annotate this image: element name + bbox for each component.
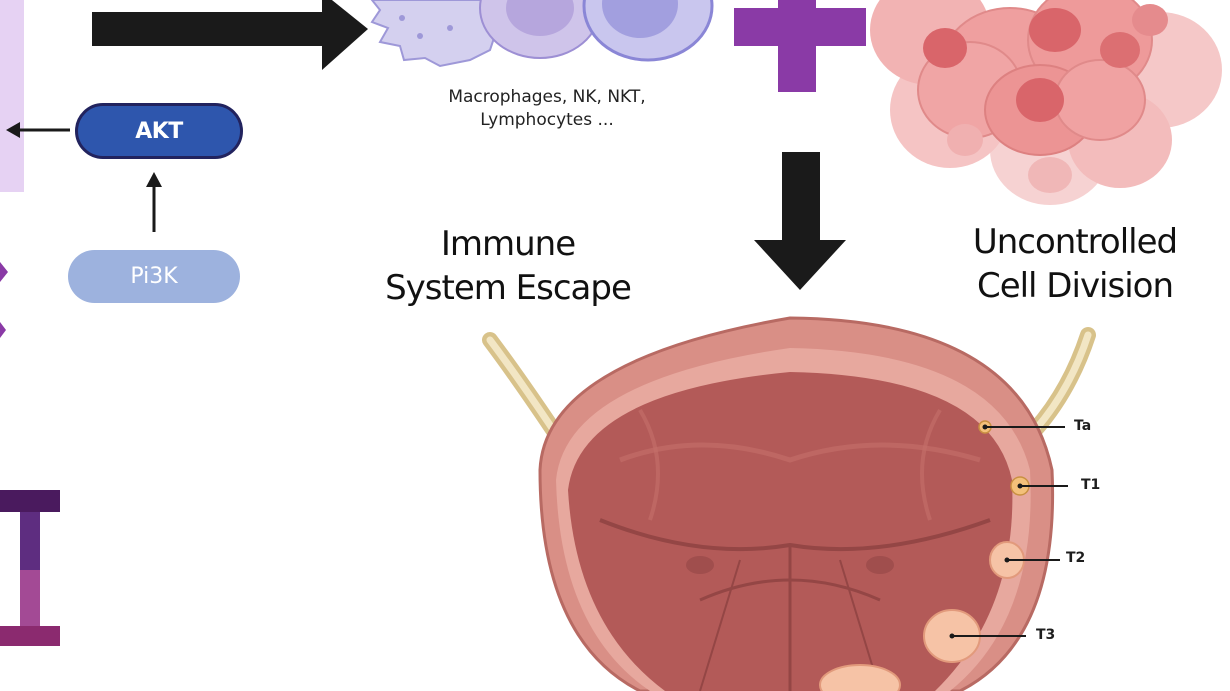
immune-label-line2: System Escape bbox=[385, 268, 632, 308]
stage-label-t3: T3 bbox=[1036, 627, 1056, 643]
immune-escape-label: Immune System Escape bbox=[368, 222, 648, 310]
stage-label-t1: T1 bbox=[1081, 477, 1101, 493]
tumor-cells-icon bbox=[870, 0, 1222, 205]
uncontrolled-label-line2: Cell Division bbox=[976, 266, 1174, 306]
pi3k-to-akt-arrow bbox=[146, 172, 162, 232]
pi3k-node: Pi3K bbox=[68, 250, 240, 303]
stage-label-t2: T2 bbox=[1066, 550, 1086, 566]
akt-node: AKT bbox=[75, 103, 243, 159]
inhibition-bar-icon bbox=[0, 490, 60, 646]
immune-cells-icon bbox=[370, 0, 714, 68]
ureter-right bbox=[1027, 327, 1096, 438]
akt-to-left-arrow bbox=[6, 122, 70, 138]
bladder-icon bbox=[538, 316, 1055, 691]
stage-leader-lines bbox=[952, 426, 1068, 637]
immune-caption-line1: Macrophages, NK, NKT, bbox=[448, 87, 646, 107]
uncontrolled-label-line1: Uncontrolled bbox=[972, 222, 1178, 262]
left-marker-fragment bbox=[0, 262, 8, 282]
pi3k-label: Pi3K bbox=[130, 264, 178, 289]
stage-label-ta: Ta bbox=[1074, 418, 1092, 434]
left-marker-fragment-2 bbox=[0, 322, 6, 338]
immune-cells-caption: Macrophages, NK, NKT, Lymphocytes ... bbox=[412, 86, 682, 132]
akt-label: AKT bbox=[135, 118, 183, 144]
immune-label-line1: Immune bbox=[440, 224, 576, 264]
plus-sign-icon bbox=[734, 0, 866, 92]
uncontrolled-division-label: Uncontrolled Cell Division bbox=[940, 220, 1210, 308]
big-down-arrow bbox=[754, 152, 846, 290]
left-panel-fragment bbox=[0, 0, 24, 192]
ureter-left bbox=[482, 332, 568, 448]
immune-caption-line2: Lymphocytes ... bbox=[480, 110, 614, 130]
big-right-arrow bbox=[92, 0, 368, 70]
